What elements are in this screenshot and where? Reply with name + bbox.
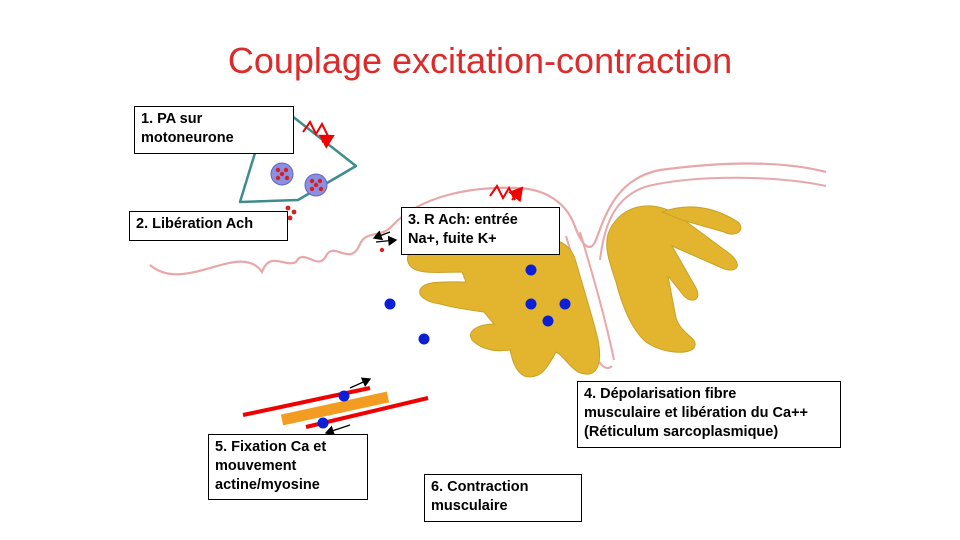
step-2-box: 2. Libération Ach [129, 211, 288, 241]
actin-filament [242, 386, 371, 417]
step-3-line-1: 3. R Ach: entrée [408, 212, 518, 228]
calcium-ion [525, 298, 537, 310]
sarcomere [242, 377, 429, 436]
calcium-ions [384, 264, 571, 345]
step-5-box: 5. Fixation Ca et mouvement actine/myosi… [208, 434, 368, 500]
step-5-line-2: mouvement [215, 458, 297, 474]
sarcoplasmic-reticulum-left [406, 237, 600, 378]
arrow-icon [349, 377, 372, 389]
step-4-line-3: (Réticulum sarcoplasmique) [584, 424, 779, 440]
calcium-ion [542, 315, 554, 327]
action-potential-icon [489, 184, 524, 203]
arrow-icon [324, 424, 351, 436]
step-4-line-1: 4. Dépolarisation fibre [584, 386, 737, 402]
sarcoplasmic-reticulum-right [606, 205, 738, 353]
step-5-line-1: 5. Fixation Ca et [215, 439, 327, 455]
step-3-line-2: Na+, fuite K+ [408, 231, 497, 247]
step-5-line-3: actine/myosine [215, 477, 320, 493]
step-1-box: 1. PA sur motoneurone [134, 106, 294, 154]
step-4-line-2: musculaire et libération du Ca++ [584, 405, 809, 421]
acetylcholine [281, 205, 385, 253]
calcium-ion [384, 298, 396, 310]
step-6-line-1: 6. Contraction [431, 479, 529, 495]
step-1-line-1: 1. PA sur [141, 111, 203, 127]
action-potential-icon [302, 120, 335, 149]
calcium-ion [338, 390, 350, 402]
synaptic-vesicle [270, 162, 294, 186]
sarcolemma-inner [599, 176, 827, 261]
slide-title: Couplage excitation-contraction [227, 40, 733, 81]
t-tubule-right [579, 231, 615, 361]
calcium-ion [559, 298, 571, 310]
step-6-line-2: musculaire [431, 498, 508, 514]
myosin-filament [280, 391, 390, 426]
calcium-ion [525, 264, 537, 276]
step-1-line-2: motoneurone [141, 130, 234, 146]
calcium-ion [317, 417, 329, 429]
step-2-line-1: 2. Libération Ach [136, 216, 254, 232]
sarcoplasmic-reticulum-finger [660, 206, 742, 235]
ion-flux-arrows [372, 230, 398, 246]
synaptic-vesicle [304, 173, 328, 197]
step-6-box: 6. Contraction musculaire [424, 474, 582, 522]
calcium-ion [418, 333, 430, 345]
step-4-box: 4. Dépolarisation fibre musculaire et li… [577, 381, 841, 448]
step-3-box: 3. R Ach: entrée Na+, fuite K+ [401, 207, 560, 255]
